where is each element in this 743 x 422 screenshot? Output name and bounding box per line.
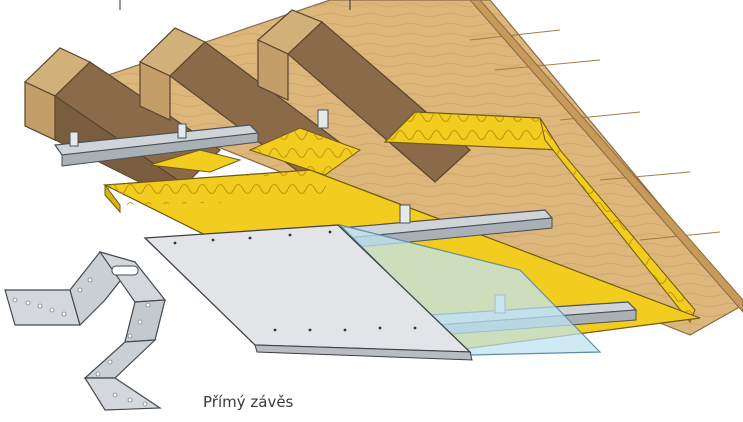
metal-ceiling-profile [53, 124, 260, 167]
caption-direct-hanger: Přímý závěs [203, 393, 294, 411]
mineral-wool-insulation [149, 127, 362, 176]
direct-hanger-detail [4, 250, 167, 411]
drywall-board [143, 224, 473, 361]
